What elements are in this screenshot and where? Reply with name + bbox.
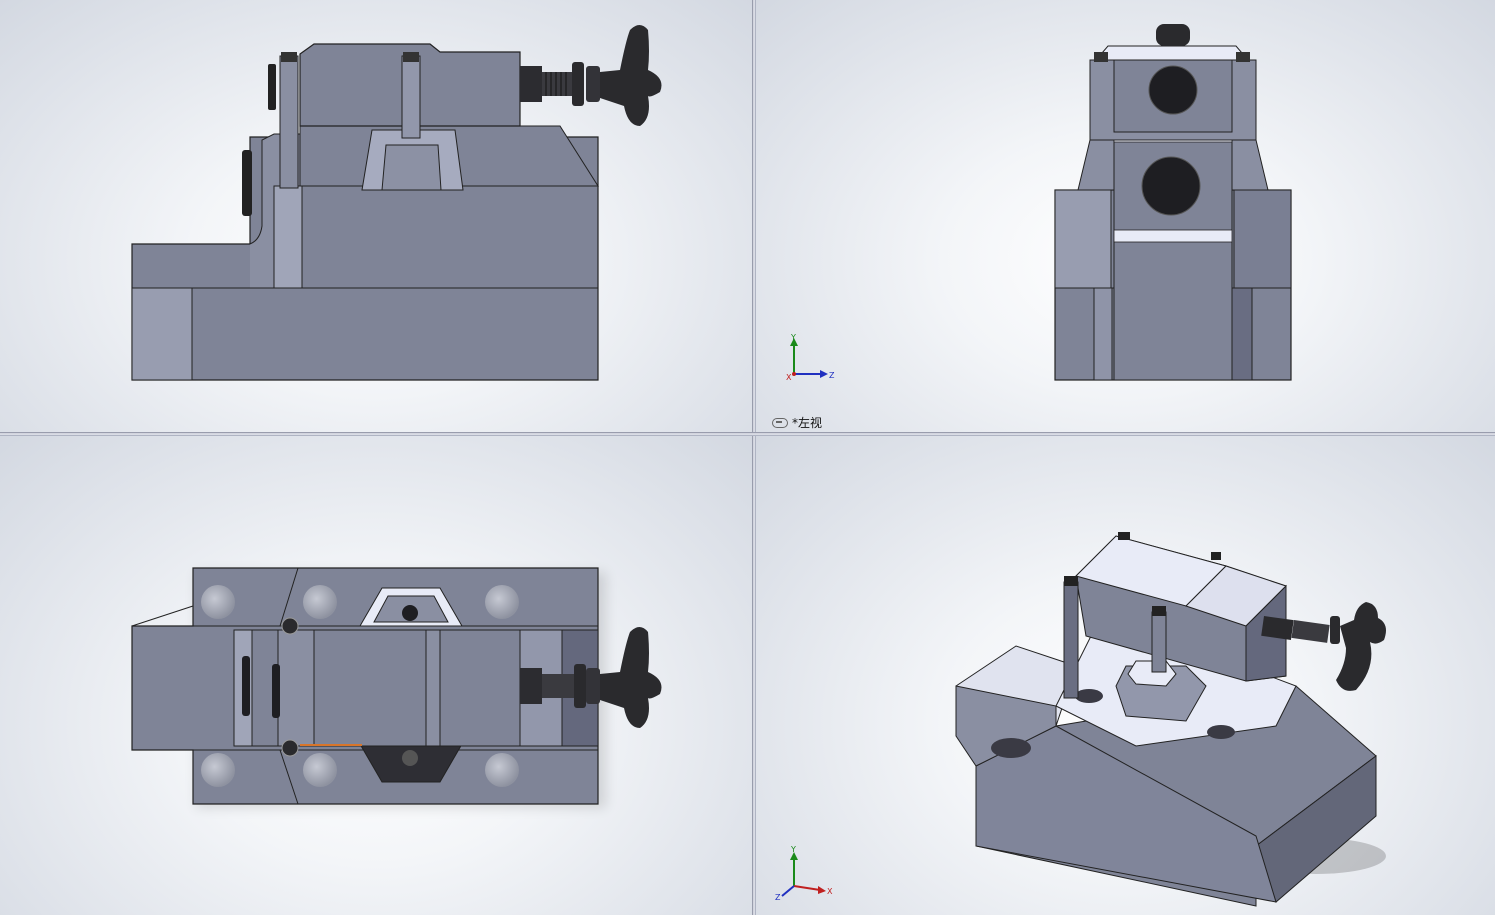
front-viewport[interactable] bbox=[0, 0, 752, 432]
left-viewport[interactable]: Y Z X *左视 bbox=[756, 0, 1495, 432]
iso-triad-y-label: Y bbox=[790, 845, 796, 854]
horizontal-viewport-splitter[interactable] bbox=[0, 432, 1495, 436]
triad-x-label: X bbox=[786, 373, 792, 382]
link-icon bbox=[772, 417, 788, 428]
iso-triad-z-label: Z bbox=[775, 893, 781, 902]
triad-y-label: Y bbox=[790, 333, 796, 342]
iso-axis-triad-icon: Y X Z bbox=[775, 845, 833, 902]
view-name-label: *左视 bbox=[772, 414, 822, 431]
left-view-model bbox=[1054, 24, 1292, 381]
iso-triad-x-label: X bbox=[827, 887, 833, 896]
triad-z-label: Z bbox=[829, 371, 835, 380]
axis-triad-icon: Y Z X bbox=[786, 333, 835, 382]
isometric-viewport[interactable]: Y X Z bbox=[756, 436, 1495, 915]
isometric-view-model bbox=[955, 532, 1386, 907]
top-view-model bbox=[131, 567, 662, 808]
vertical-viewport-splitter[interactable] bbox=[752, 0, 756, 915]
top-viewport[interactable] bbox=[0, 436, 752, 915]
view-name-text: *左视 bbox=[792, 416, 823, 430]
front-view-model bbox=[131, 25, 662, 381]
